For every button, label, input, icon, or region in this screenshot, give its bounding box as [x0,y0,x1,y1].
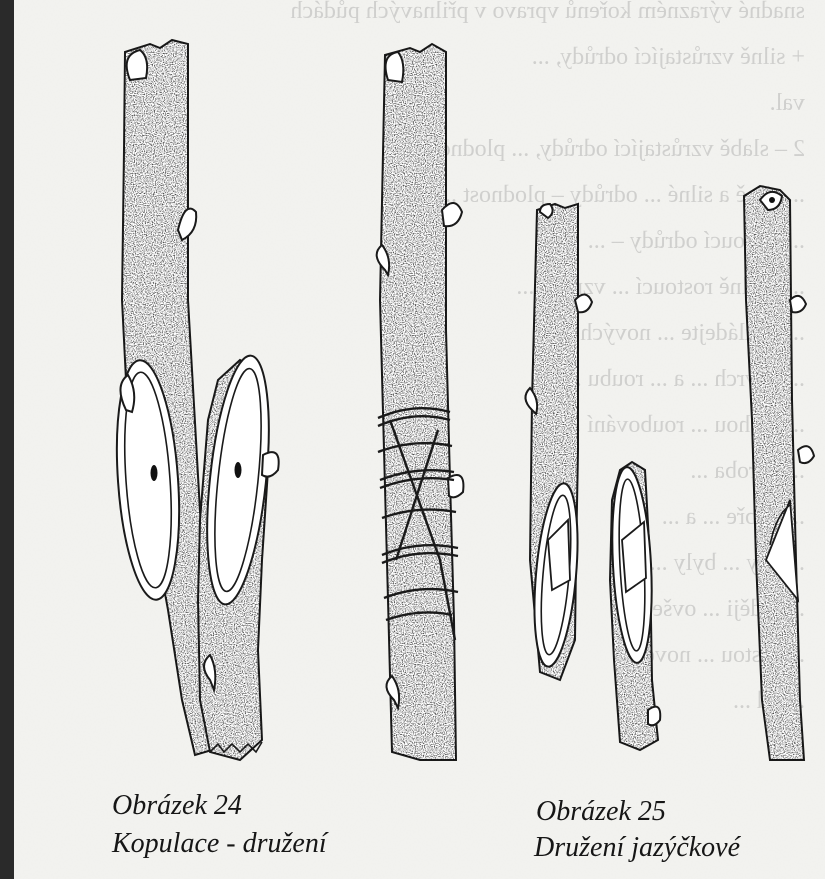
bleed-through-line: 2 – slabě vzrůstající odrůdy, ... plodno… [422,136,805,162]
page-edge [0,0,14,879]
bleed-through-line: snadné výrazném kořenů vpravo v přilnavý… [291,0,806,24]
bleed-through-line: val. [770,90,805,116]
figure-25-title: Družení jazýčkové [534,831,740,865]
bleed-through-line: + silně vzrůstající odrůdy, ... [532,44,805,70]
figure-24-number: Obrázek 24 [112,789,242,823]
figure-25-number: Obrázek 25 [536,795,666,829]
figure-24-title: Kopulace - družení [112,827,327,861]
